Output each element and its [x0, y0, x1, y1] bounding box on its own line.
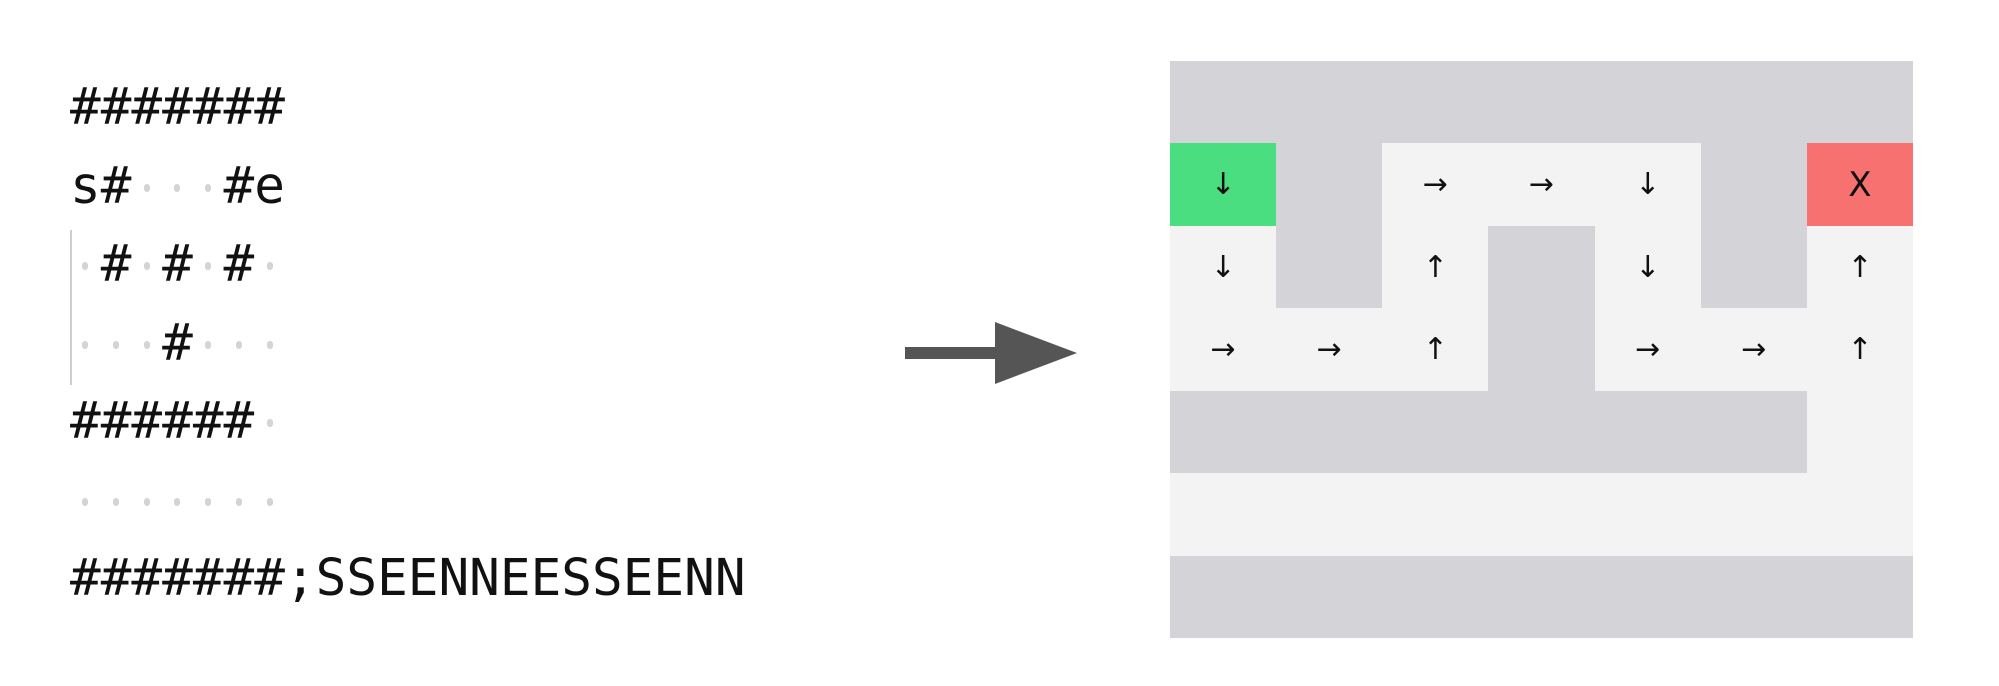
wall-cell — [1700, 390, 1807, 474]
maze-line-text: ####### — [70, 78, 285, 137]
path-arrow-cell: ↓ — [1594, 225, 1701, 309]
path-arrow-cell: ↑ — [1382, 308, 1489, 391]
path-arrow-cell: → — [1170, 308, 1277, 391]
space-dot — [205, 262, 212, 270]
open-cell — [1488, 473, 1595, 556]
space-dot — [266, 497, 273, 506]
wall-cell — [1170, 555, 1277, 638]
space-dot — [174, 183, 181, 192]
space-dot — [143, 183, 150, 192]
wall-cell — [1488, 61, 1595, 144]
transform-arrow-icon — [905, 322, 1077, 384]
wall-cell — [1806, 555, 1913, 638]
maze-text-line: s# #e — [70, 156, 746, 238]
path-arrow-cell: ↑ — [1382, 225, 1489, 309]
path-arrow-cell: ↓ — [1170, 225, 1277, 309]
space-dot — [235, 340, 242, 349]
maze-line-text: # — [70, 313, 285, 373]
wall-cell — [1382, 61, 1489, 144]
wall-cell — [1276, 390, 1383, 474]
wall-cell — [1488, 390, 1595, 474]
wall-cell — [1594, 390, 1701, 474]
wall-cell — [1806, 61, 1913, 144]
wall-cell — [1488, 308, 1595, 391]
open-cell — [1170, 473, 1277, 556]
maze-line-text — [70, 471, 285, 530]
path-arrow-cell: → — [1276, 308, 1383, 391]
open-cell — [1806, 390, 1913, 474]
wall-cell — [1276, 225, 1383, 309]
space-dot — [113, 340, 120, 349]
wall-cell — [1488, 555, 1595, 638]
path-arrow-cell: → — [1594, 308, 1701, 391]
space-dot — [143, 262, 150, 270]
maze-line-text: ###### — [70, 392, 285, 451]
maze-text-line — [70, 473, 746, 552]
wall-cell — [1700, 61, 1807, 144]
open-cell — [1382, 473, 1489, 556]
space-dot — [143, 497, 150, 506]
open-cell — [1594, 473, 1701, 556]
space-dot — [235, 497, 242, 506]
wall-cell — [1382, 555, 1489, 638]
open-cell — [1276, 473, 1383, 556]
wall-cell — [1594, 61, 1701, 144]
path-arrow-cell: ↑ — [1806, 308, 1913, 391]
wall-cell — [1276, 143, 1383, 226]
path-arrow-cell: → — [1488, 143, 1595, 226]
wall-cell — [1488, 225, 1595, 309]
wall-cell — [1700, 143, 1807, 226]
end-cell: X — [1806, 143, 1913, 226]
maze-text-line-with-path: #######;SSEENNEESSEENN — [70, 551, 746, 630]
space-dot — [82, 340, 89, 349]
start-cell: ↓ — [1170, 143, 1277, 226]
space-dot — [205, 183, 212, 192]
maze-text-encoding: ####### s# #e # # # # ###### #######;SSE… — [70, 80, 746, 630]
maze-line-text: # # # — [70, 235, 285, 294]
path-arrow-cell: → — [1382, 143, 1489, 226]
path-string: SSEENNEESSEENN — [315, 549, 746, 608]
open-cell — [1700, 473, 1807, 556]
wall-cell — [1382, 390, 1489, 474]
maze-text-line: # # # — [70, 237, 746, 316]
maze-text-line: ###### — [70, 394, 746, 473]
maze-text-line: ####### — [70, 80, 746, 159]
wall-cell — [1170, 390, 1277, 474]
maze-line-text: s# #e — [70, 156, 285, 216]
wall-cell — [1170, 61, 1277, 144]
maze-grid: ↓→→↓X↓↑↓↑→→↑→→↑ — [1170, 61, 1913, 638]
wall-cell — [1700, 225, 1807, 309]
space-dot — [143, 340, 150, 349]
wall-cell — [1700, 555, 1807, 638]
maze-last-line-walls: ####### — [70, 549, 285, 608]
wall-cell — [1276, 555, 1383, 638]
space-dot — [82, 262, 89, 270]
maze-text-line: # — [70, 313, 746, 395]
wall-cell — [1594, 555, 1701, 638]
indent-guide — [70, 230, 72, 385]
space-dot — [205, 497, 212, 506]
space-dot — [266, 262, 273, 270]
open-cell — [1806, 473, 1913, 556]
space-dot — [174, 497, 181, 506]
wall-cell — [1276, 61, 1383, 144]
space-dot — [266, 340, 273, 349]
space-dot — [113, 497, 120, 506]
space-dot — [266, 419, 273, 427]
path-arrow-cell: ↓ — [1594, 143, 1701, 226]
space-dot — [82, 497, 89, 506]
path-arrow-cell: ↑ — [1806, 225, 1913, 309]
separator: ; — [284, 549, 316, 608]
path-arrow-cell: → — [1700, 308, 1807, 391]
space-dot — [205, 340, 212, 349]
